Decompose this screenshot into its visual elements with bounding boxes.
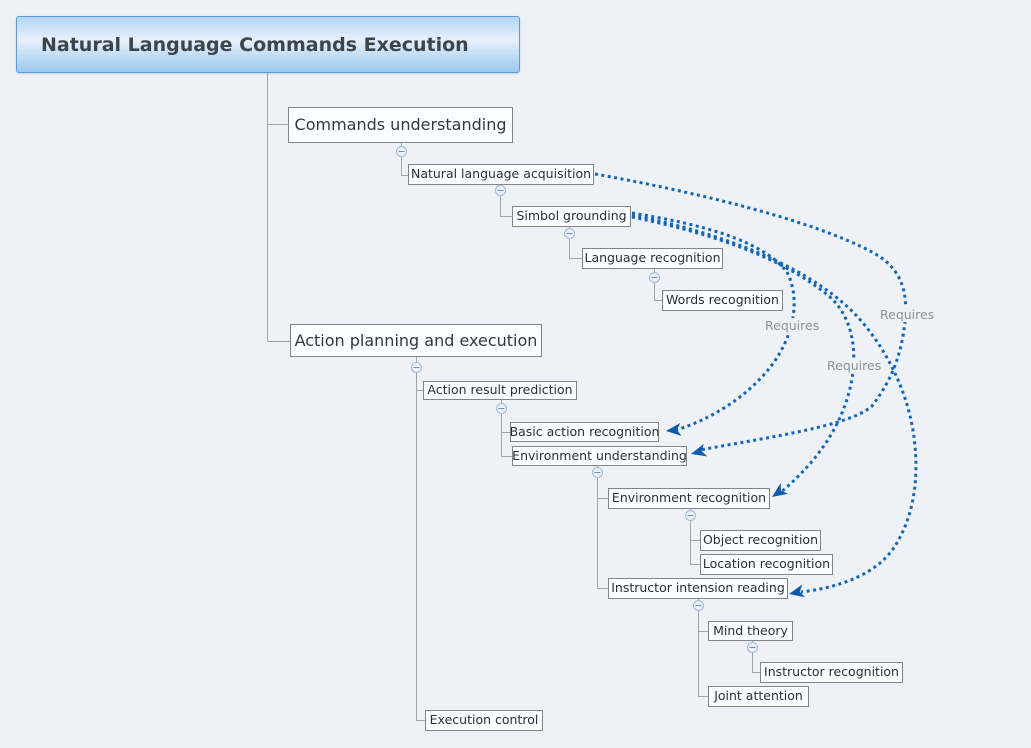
link-nla-to-environment-understanding <box>594 172 908 452</box>
node-mind-theory[interactable]: Mind theory <box>708 621 793 641</box>
node-commands-understanding[interactable]: Commands understanding <box>288 107 513 143</box>
link-simbol-to-environment-recognition <box>631 215 856 495</box>
node-object-recognition[interactable]: Object recognition <box>700 530 821 551</box>
collapse-button-action-planning[interactable] <box>411 362 422 373</box>
node-natural-language-acquisition[interactable]: Natural language acquisition <box>408 164 594 185</box>
link-simbol-to-instructor-intension-reading <box>631 213 918 594</box>
node-environment-recognition[interactable]: Environment recognition <box>608 488 770 509</box>
node-simbol-grounding[interactable]: Simbol grounding <box>512 206 631 227</box>
collapse-button-natural-language-acquisition[interactable] <box>495 185 506 196</box>
collapse-button-environment-understanding[interactable] <box>592 467 603 478</box>
node-joint-attention[interactable]: Joint attention <box>708 686 809 707</box>
link-label-requires-environment-understanding: Requires <box>878 307 937 322</box>
arrowhead-environment-recognition <box>772 483 789 497</box>
link-label-requires-basic-action: Requires <box>763 318 822 333</box>
collapse-button-environment-recognition[interactable] <box>685 510 696 521</box>
arrowhead-environment-understanding <box>691 443 708 457</box>
collapse-buttons <box>396 146 758 653</box>
node-action-result-prediction[interactable]: Action result prediction <box>423 381 577 400</box>
node-instructor-recognition[interactable]: Instructor recognition <box>760 662 903 683</box>
node-location-recognition[interactable]: Location recognition <box>700 554 833 575</box>
node-basic-action-recognition[interactable]: Basic action recognition <box>510 422 659 442</box>
collapse-button-simbol-grounding[interactable] <box>564 228 575 239</box>
collapse-button-mind-theory[interactable] <box>747 642 758 653</box>
node-environment-understanding[interactable]: Environment understanding <box>512 446 687 466</box>
link-label-requires-environment-recognition: Requires <box>825 358 884 373</box>
link-arrowheads <box>666 422 806 598</box>
collapse-button-commands-understanding[interactable] <box>396 146 407 157</box>
arrowhead-instructor-intension-reading <box>789 584 806 598</box>
node-action-planning-and-execution[interactable]: Action planning and execution <box>290 324 542 357</box>
node-language-recognition[interactable]: Language recognition <box>582 248 723 269</box>
node-root[interactable]: Natural Language Commands Execution <box>16 16 520 73</box>
node-words-recognition[interactable]: Words recognition <box>662 290 783 311</box>
node-instructor-intension-reading[interactable]: Instructor intension reading <box>608 578 788 599</box>
root-label: Natural Language Commands Execution <box>41 33 469 56</box>
collapse-button-instructor-intension-reading[interactable] <box>693 600 704 611</box>
arrowhead-basic-action-recognition <box>666 422 682 436</box>
collapse-button-language-recognition[interactable] <box>649 272 660 283</box>
node-execution-control[interactable]: Execution control <box>425 710 543 731</box>
collapse-button-action-result-prediction[interactable] <box>496 403 507 414</box>
